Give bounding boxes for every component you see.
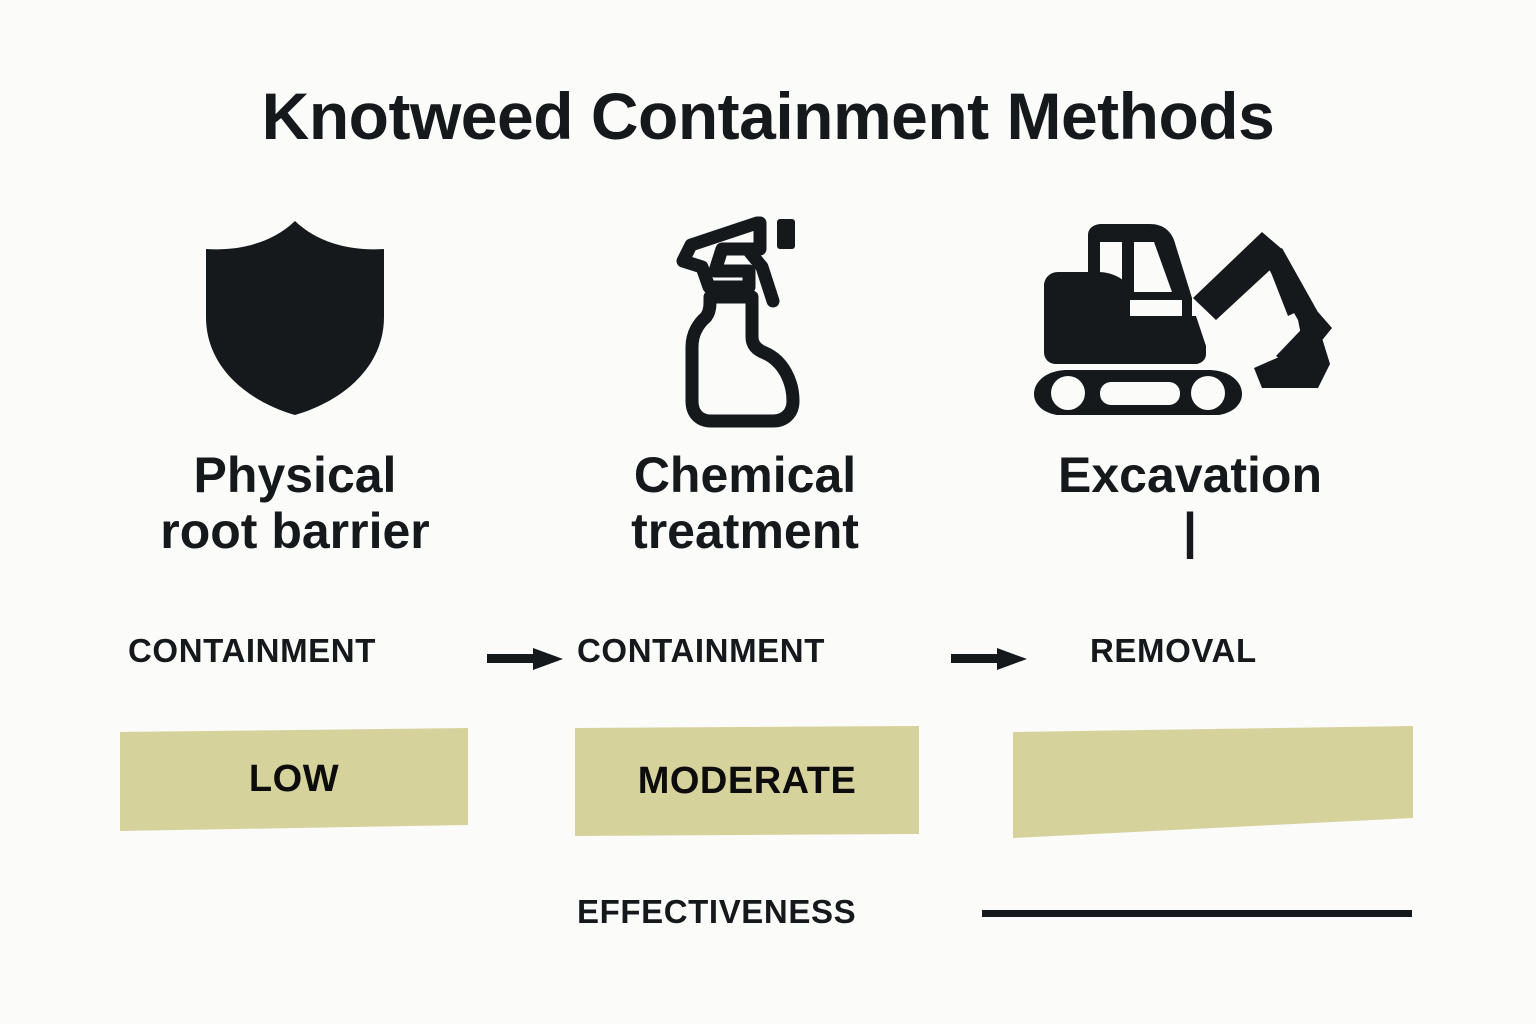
effectiveness-axis-line — [982, 910, 1412, 917]
method-label-line2: root barrier — [160, 503, 430, 559]
page-title: Knotweed Containment Methods — [261, 79, 1275, 153]
effectiveness-axis: EFFECTIVENESS — [0, 893, 1536, 933]
method-label-line2: treatment — [631, 503, 859, 559]
effectiveness-label-moderate: MODERATE — [637, 759, 857, 802]
spray-bottle-icon — [530, 200, 960, 435]
method-label-chemical-treatment: Chemical treatment — [530, 447, 960, 559]
method-column-physical-root-barrier: Physical root barrier — [80, 200, 510, 559]
bar-shape-slanted — [1013, 726, 1413, 838]
effectiveness-bar-low: LOW — [120, 728, 468, 831]
method-label-line1: Chemical — [633, 447, 857, 503]
arrow-right-icon — [951, 648, 1027, 670]
excavator-icon — [975, 200, 1405, 435]
bar-shape — [575, 726, 919, 836]
stage-row: CONTAINMENT CONTAINMENT REMOVAL — [0, 632, 1536, 688]
bar-shape — [120, 728, 468, 831]
method-label-line1: Physical — [193, 447, 397, 503]
effectiveness-bar-high — [1013, 726, 1413, 838]
effectiveness-bar-moderate: MODERATE — [575, 726, 919, 836]
stage-label-containment-2: CONTAINMENT — [577, 632, 825, 669]
stage-label-removal: REMOVAL — [1090, 632, 1257, 669]
effectiveness-label-low: LOW — [248, 758, 340, 800]
method-label-excavation: Excavation | — [975, 447, 1405, 559]
shield-icon — [80, 200, 510, 435]
method-label-line1: Excavation — [1057, 447, 1322, 503]
arrow-right-icon — [487, 648, 563, 670]
effectiveness-bars: LOW MODERATE — [0, 726, 1536, 841]
method-column-chemical-treatment: Chemical treatment — [530, 200, 960, 559]
stage-label-containment-1: CONTAINMENT — [128, 632, 376, 669]
effectiveness-axis-label: EFFECTIVENESS — [577, 893, 857, 930]
method-label-line2: | — [1183, 503, 1197, 559]
method-label-physical-root-barrier: Physical root barrier — [80, 447, 510, 559]
method-column-excavation: Excavation | — [975, 200, 1405, 559]
